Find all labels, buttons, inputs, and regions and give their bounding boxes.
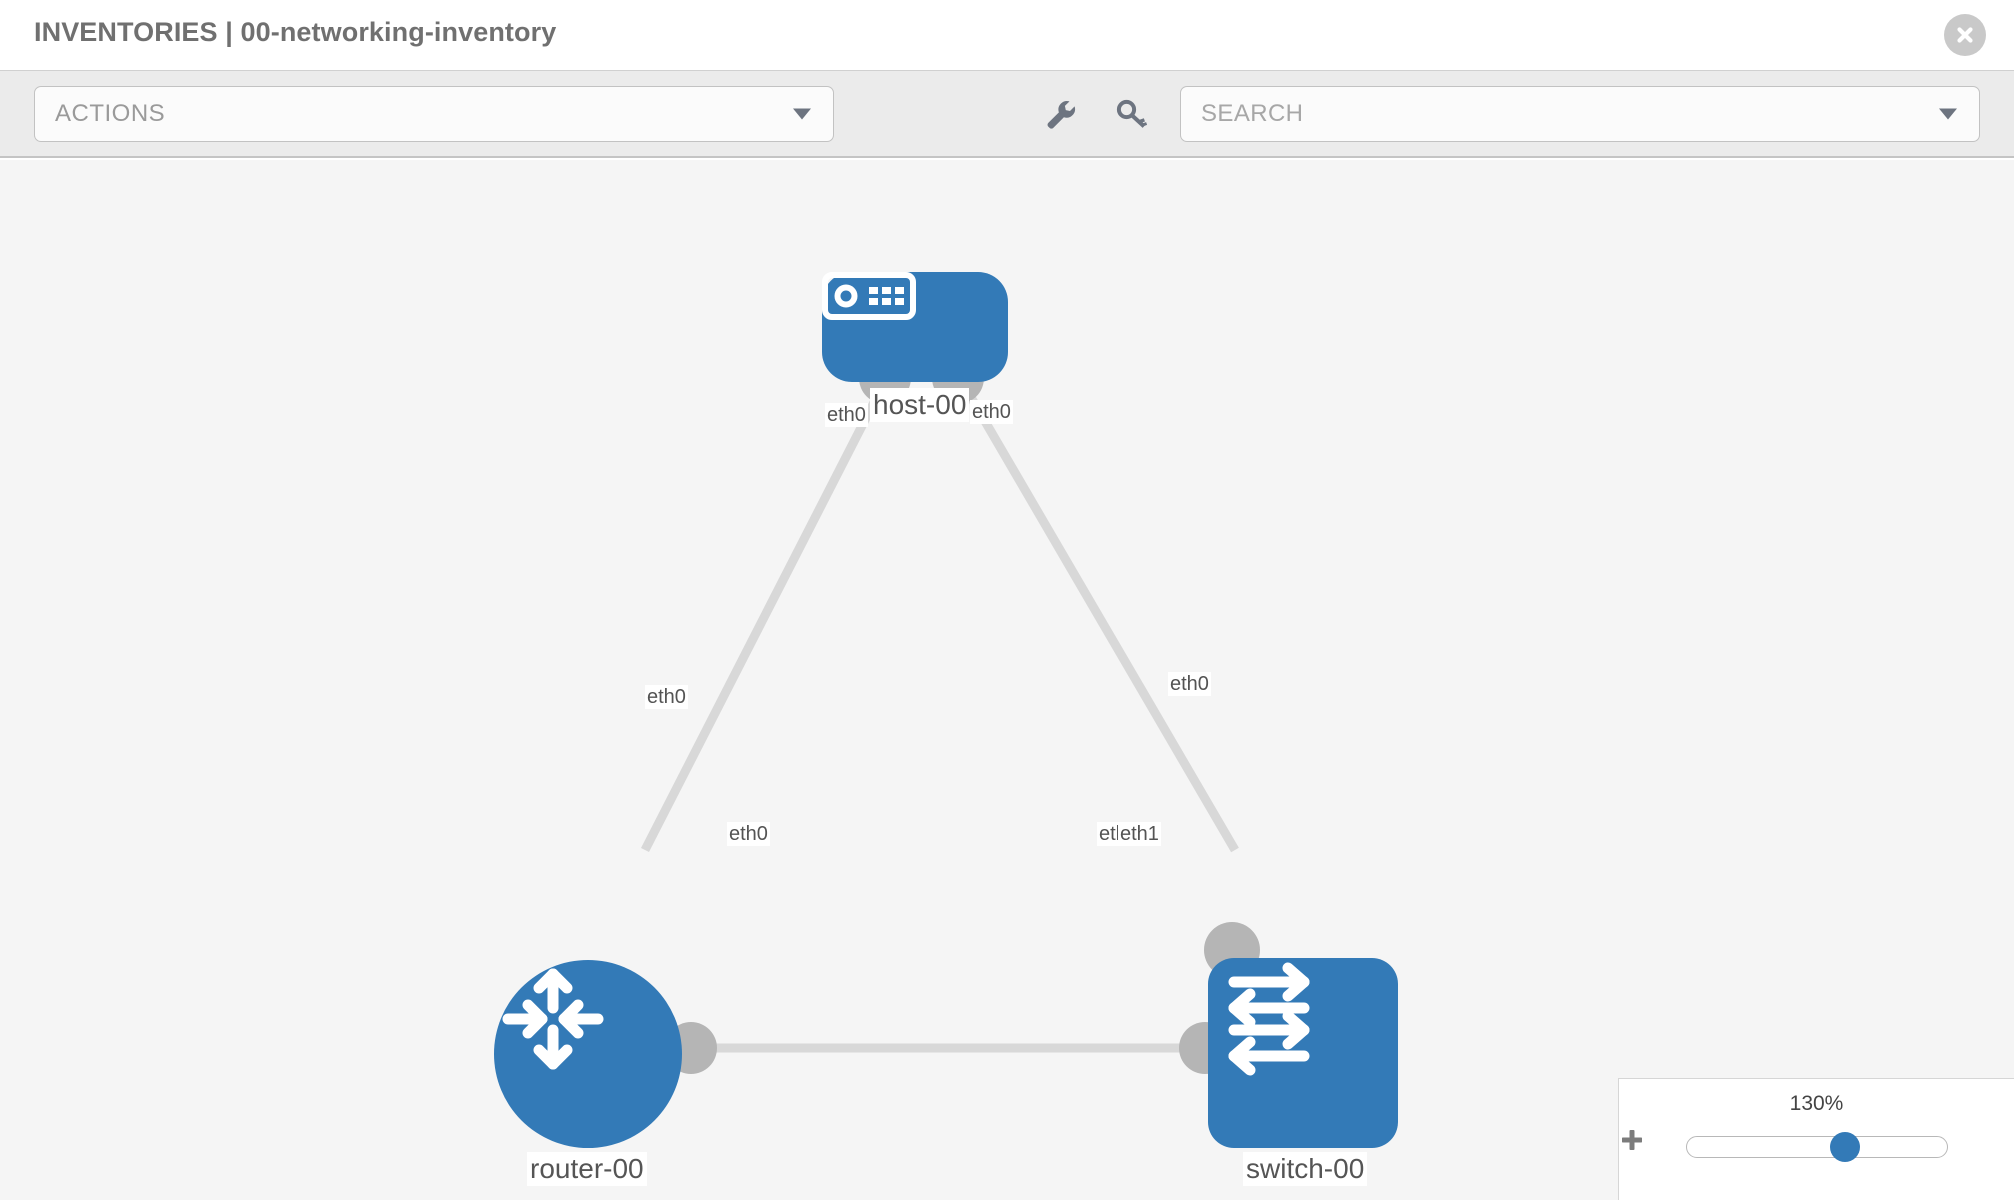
edge-label: eth0 [645,685,688,709]
wrench-icon[interactable] [1040,94,1080,134]
key-icon[interactable] [1112,94,1152,134]
edge-label: eth0 [970,400,1013,424]
zoom-slider-track[interactable] [1685,1132,1948,1162]
server-icon [822,272,916,320]
zoom-control: 130% [1618,1078,2014,1200]
toolbar-icon-group [1040,86,1152,142]
node-label-host-00: host-00 [870,388,970,422]
toolbar: ACTIONS SEARCH [0,70,2014,158]
page-header: INVENTORIES | 00-networking-inventory [0,0,2014,70]
node-label-switch-00: switch-00 [1243,1152,1368,1186]
edge-label: eth1 [1118,822,1161,846]
node-router-00[interactable] [494,960,682,1148]
zoom-slider-thumb[interactable] [1830,1132,1861,1162]
zoom-slider-row [1619,1127,2014,1167]
zoom-percent-label: 130% [1789,1092,1844,1115]
node-label-router-00: router-00 [527,1152,647,1186]
router-icon [502,968,604,1070]
topology-canvas[interactable]: eth0 eth0 eth0 eth0 eth0 eth eth1 host-0… [0,160,2014,1200]
actions-dropdown[interactable]: ACTIONS [34,86,834,142]
edge-label: eth0 [1168,672,1211,696]
page-title: INVENTORIES | 00-networking-inventory [34,17,557,47]
close-icon[interactable] [1944,14,1986,56]
actions-dropdown-label: ACTIONS [55,100,166,127]
node-host-00[interactable] [822,272,1008,382]
edge-label: eth0 [727,822,770,846]
search-placeholder: SEARCH [1201,100,1304,127]
search-input[interactable]: SEARCH [1180,86,1980,142]
plus-icon[interactable] [1622,1130,1994,1161]
node-switch-00[interactable] [1208,958,1398,1148]
chevron-down-icon[interactable] [1939,108,1957,120]
edge-label: eth0 [825,403,868,427]
switch-icon [1228,962,1310,1076]
chevron-down-icon [793,108,811,120]
